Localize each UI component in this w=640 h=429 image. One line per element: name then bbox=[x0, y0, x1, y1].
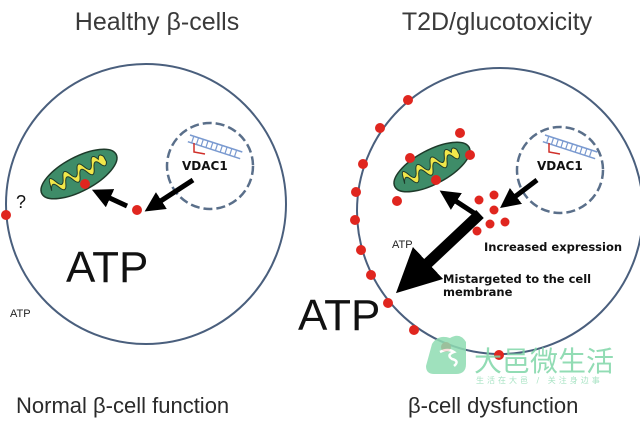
vdac1-dot bbox=[358, 159, 368, 169]
right-cytosol-vdac1-cluster bbox=[472, 190, 510, 236]
vdac1-dot bbox=[431, 175, 441, 185]
vdac1-dot bbox=[489, 205, 499, 215]
left-nucleus bbox=[165, 121, 255, 211]
vdac1-dot bbox=[392, 196, 402, 206]
right-panel: T2D/glucotoxicity VDAC1 bbox=[298, 8, 640, 418]
left-cell-membrane bbox=[5, 63, 287, 345]
left-panel-title: Healthy β-cells bbox=[75, 8, 239, 36]
right-nucleus bbox=[515, 125, 605, 215]
vdac1-dot bbox=[465, 150, 475, 160]
right-membrane-vdac1-dots bbox=[350, 95, 504, 360]
vdac1-dot bbox=[472, 226, 482, 236]
right-promoter-icon bbox=[548, 143, 561, 155]
right-note-mistargeted-line2: membrane bbox=[443, 285, 513, 299]
watermark-logo-icon bbox=[426, 335, 466, 374]
left-vdac1-dot-membrane bbox=[1, 210, 11, 220]
watermark-subtext: 生活在大邑 / 关注身边事 bbox=[476, 375, 603, 385]
left-promoter-icon bbox=[193, 143, 206, 155]
left-panel-caption: Normal β-cell function bbox=[16, 393, 229, 418]
left-vdac1-label: VDAC1 bbox=[182, 159, 228, 173]
vdac1-dot bbox=[383, 298, 393, 308]
vdac1-dot bbox=[351, 187, 361, 197]
vdac1-dot bbox=[474, 195, 484, 205]
right-cell-membrane bbox=[356, 67, 640, 355]
left-vdac1-dot-cytosol bbox=[132, 205, 142, 215]
vdac1-dot bbox=[494, 350, 504, 360]
right-atp-inside: ATP bbox=[392, 239, 413, 251]
watermark: 大邑微生活 生活在大邑 / 关注身边事 bbox=[426, 335, 614, 385]
right-arrow-cytosol-to-mitochondrion bbox=[439, 190, 479, 218]
left-atp-inside: ATP bbox=[66, 243, 148, 292]
vdac1-dot bbox=[403, 95, 413, 105]
left-question-mark: ? bbox=[16, 192, 26, 212]
vdac1-dot bbox=[405, 153, 415, 163]
right-dna-icon bbox=[542, 134, 598, 160]
vdac1-dot bbox=[356, 245, 366, 255]
left-atp-outside: ATP bbox=[10, 308, 31, 320]
left-arrow-nucleus-to-cytosol bbox=[144, 177, 195, 212]
watermark-text: 大邑微生活 bbox=[474, 345, 614, 378]
left-mitochondrion-icon bbox=[40, 148, 118, 200]
vdac1-dot bbox=[375, 123, 385, 133]
right-note-mistargeted-line1: Mistargeted to the cell bbox=[443, 272, 591, 286]
vdac1-dot bbox=[350, 215, 360, 225]
vdac1-dot bbox=[455, 128, 465, 138]
right-arrow-nucleus-to-cytosol bbox=[500, 178, 539, 209]
right-panel-caption: β-cell dysfunction bbox=[408, 393, 578, 418]
vdac1-dot bbox=[366, 270, 376, 280]
left-panel: Healthy β-cells VDAC1 bbox=[1, 8, 287, 418]
right-mitochondrion-icon bbox=[393, 141, 471, 193]
left-dna-icon bbox=[187, 134, 243, 160]
left-arrow-cytosol-to-mitochondrion bbox=[91, 189, 129, 209]
right-mitochondrion-vdac1-dots bbox=[392, 128, 475, 206]
right-vdac1-label: VDAC1 bbox=[537, 159, 583, 173]
right-note-increased-expression: Increased expression bbox=[484, 240, 622, 254]
right-atp-outside: ATP bbox=[298, 291, 380, 340]
vdac1-dot bbox=[500, 217, 510, 227]
right-panel-title: T2D/glucotoxicity bbox=[402, 8, 593, 36]
right-arrow-cytosol-to-membrane bbox=[395, 209, 484, 294]
vdac1-dot bbox=[485, 219, 495, 229]
vdac1-dot bbox=[489, 190, 499, 200]
vdac1-dot bbox=[409, 325, 419, 335]
left-vdac1-dot-mitochondrion bbox=[80, 179, 90, 189]
